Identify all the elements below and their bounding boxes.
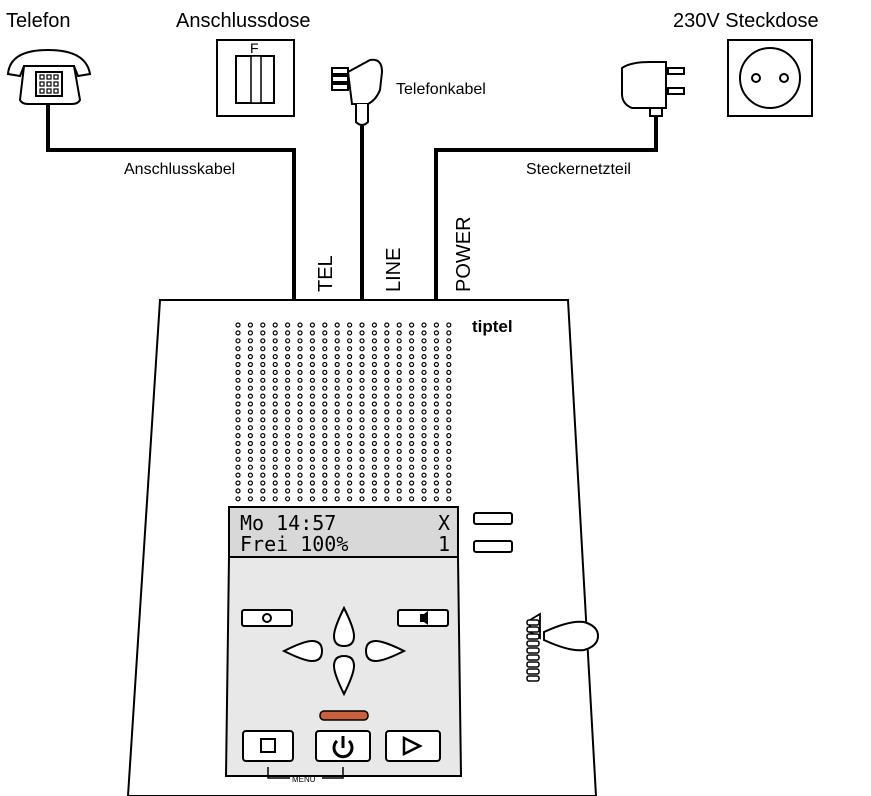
stop-button[interactable] <box>242 730 294 762</box>
announce-button[interactable] <box>397 609 449 627</box>
display-line1: Mo 14:57 <box>240 511 336 535</box>
nav-right-button[interactable] <box>364 639 407 663</box>
record-icon <box>262 613 272 623</box>
speaker-icon <box>420 611 428 625</box>
play-icon <box>402 735 423 757</box>
volume-slider-knob[interactable] <box>543 620 600 652</box>
record-button[interactable] <box>241 609 293 627</box>
anschlussdose-label: Anschlussdose <box>176 10 311 32</box>
indicator-slot-1 <box>473 512 513 525</box>
brand-logo: tiptel <box>472 317 513 336</box>
telefon-label: Telefon <box>6 10 71 32</box>
volume-scale <box>526 619 540 682</box>
stop-icon <box>260 738 276 753</box>
nav-left-button[interactable] <box>281 639 324 663</box>
display-line2: Frei 100% <box>240 532 348 556</box>
steckernetzteil-cable <box>434 116 658 300</box>
tae-plug-icon <box>331 58 384 126</box>
play-button[interactable] <box>385 730 441 762</box>
phone-socket-icon <box>216 39 295 117</box>
nav-up-button[interactable] <box>332 605 356 648</box>
port-tel-label: TEL <box>315 255 337 292</box>
menu-label: MENU <box>292 775 316 784</box>
port-power-label: POWER <box>453 216 475 292</box>
port-line-label: LINE <box>383 248 405 292</box>
socket-letter: F <box>250 40 259 56</box>
telephone-icon <box>6 48 92 105</box>
status-led <box>319 710 369 721</box>
speaker-grille <box>235 322 452 502</box>
power-button[interactable] <box>315 730 371 762</box>
nav-down-button[interactable] <box>332 654 356 697</box>
power-icon <box>332 739 354 759</box>
anschlusskabel-cable <box>46 104 296 300</box>
power-outlet-icon <box>727 39 813 117</box>
lcd-display <box>228 506 459 558</box>
steckernetzteil-label: Steckernetzteil <box>526 161 631 178</box>
telefonkabel-label: Telefonkabel <box>396 81 486 98</box>
anschlusskabel-label: Anschlusskabel <box>124 161 235 178</box>
steckdose-label: 230V Steckdose <box>673 10 819 32</box>
display-line1-right: X <box>438 511 450 535</box>
display-line2-right: 1 <box>438 532 450 556</box>
power-adapter-icon <box>621 61 685 117</box>
indicator-slot-2 <box>473 540 513 553</box>
